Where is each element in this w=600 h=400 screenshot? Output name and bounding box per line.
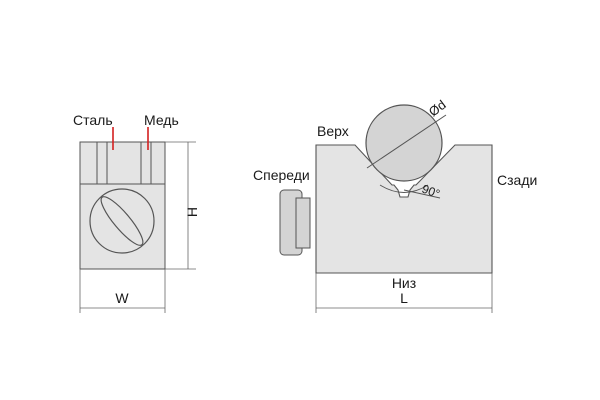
label-width: W [115,290,129,306]
v-block-body [315,144,493,274]
label-length: L [400,290,408,306]
label-angle: 90° [420,182,442,201]
angle-arc [379,184,429,193]
label-top: Верх [317,123,349,139]
label-front: Спереди [253,167,310,183]
diameter-line [366,114,447,169]
front-knob-inner [295,197,311,249]
label-height: H [184,207,200,217]
label-steel: Сталь [73,112,113,128]
knob-handle-icon [100,196,144,246]
side-view: Ød 90° Верх Спереди Сзади Низ L [253,97,537,313]
label-back: Сзади [497,172,537,188]
end-view-top-plate [79,141,166,185]
label-bottom: Низ [392,275,416,291]
end-view: Сталь Медь H W [73,112,200,313]
angle-leader [403,189,441,199]
label-copper: Медь [144,112,179,128]
